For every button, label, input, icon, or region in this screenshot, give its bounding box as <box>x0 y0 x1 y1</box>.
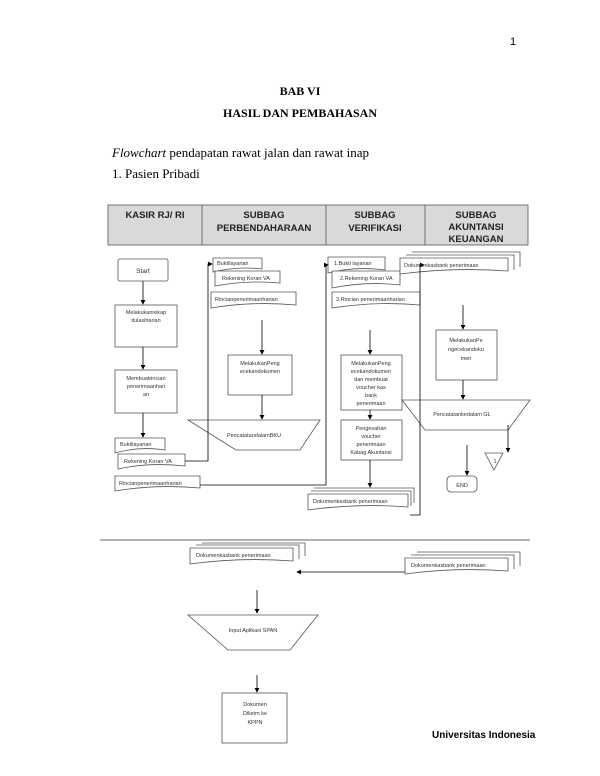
rincian-label: an <box>143 392 149 398</box>
footer-university: Universitas Indonesia <box>432 730 536 741</box>
start-label: Start <box>136 268 150 275</box>
lane-perbendaharaan: PERBENDAHARAAN <box>217 223 312 234</box>
ak-pencatatan: Pencatatankedalam GL <box>433 412 490 418</box>
doc-rincian <box>114 475 201 492</box>
rincian-label: penerimaanhari <box>127 384 165 390</box>
rekap-process <box>114 304 178 348</box>
pb-rekening: Rekening Koran VA <box>222 276 270 282</box>
intro-rest: pendapatan rawat jalan dan rawat inap <box>166 145 370 160</box>
doc-rekening <box>117 453 186 470</box>
ak-cek: men <box>461 356 472 362</box>
vf-cek: dan membuat <box>354 377 388 383</box>
pb-bukti: Buktilayanan <box>217 261 249 267</box>
vf-pengesahan: penerimaan <box>356 442 385 448</box>
lane-verifikasi: SUBBAG <box>354 210 395 221</box>
intro-line: Flowchart pendapatan rawat jalan dan raw… <box>112 145 369 161</box>
lane-akuntansi: KEUANGAN <box>449 234 504 245</box>
chapter-number: BAB VI <box>279 84 321 98</box>
vf-cek: bank <box>365 393 377 399</box>
lane-akuntansi: AKUNTANSI <box>448 222 503 233</box>
vf-pengesahan: Kabag Akuntansi <box>350 450 391 456</box>
vf-cek: MelakukanPeng <box>351 361 390 367</box>
pb-cek: MelakukanPeng <box>240 361 279 367</box>
lane-verifikasi: VERIFIKASI <box>348 223 401 234</box>
subheading: 1. Pasien Pribadi <box>112 166 200 181</box>
bku-trapezoid <box>186 419 321 451</box>
swimlane-header <box>107 204 529 246</box>
rekening-label: Rekening Koran VA <box>124 459 172 465</box>
end-label: END <box>456 483 468 489</box>
vf-rincian: 3.Rincian penerimaanharian <box>336 297 405 303</box>
kirim-label: KPPN <box>248 720 263 726</box>
vf-pengesahan: voucher <box>361 434 381 440</box>
input-span-label: Input Aplikasi SPAN <box>229 628 278 634</box>
vf-pengesahan: Pengesahan <box>356 426 387 432</box>
rekap-label: itulasiharian <box>131 318 160 324</box>
bukti-label: Buktilayanan <box>120 442 152 448</box>
vf-cek: voucher kas <box>356 385 386 391</box>
bottom-doc-right: Dokumenkasbank penerimaan <box>411 563 486 569</box>
pb-pencatatan: PencatatandalamBKU <box>227 433 281 439</box>
rincian-process <box>114 369 178 414</box>
vf-cek: penerimaan <box>356 401 385 407</box>
vf-rekening: 2.Rekening Koran VA <box>340 276 393 282</box>
vf-dokumen: Dokumenkasbank penerimaan <box>313 499 388 505</box>
rincian-doc-label: Rincianpenerimaanharian <box>119 481 182 487</box>
lane-perbendaharaan: SUBBAG <box>243 210 284 221</box>
rekap-label: Melakukanrekap <box>126 310 166 316</box>
vf-cek: ecekandokumen <box>351 369 391 375</box>
pb-cek: ecekandokumen <box>240 369 280 375</box>
lane-akuntansi: SUBBAG <box>455 210 496 221</box>
vf-bukti: 1.Bukti layanan <box>334 261 372 267</box>
intro-italic: Flowchart <box>112 145 167 160</box>
kirim-label: Dokumen <box>243 702 267 708</box>
ak-cek: MelakukanPe <box>449 338 482 344</box>
lane-kasir: KASIR RJ/ RI <box>125 210 184 221</box>
rincian-label: Membuatrincian <box>126 376 165 382</box>
bottom-doc-left: Dokumenkasbank penerimaan <box>196 553 271 559</box>
page-number: 1 <box>510 36 517 48</box>
ak-cek: ngecekandoku <box>448 347 484 353</box>
connector-label: 1 <box>493 459 496 465</box>
kirim-label: Dikirim ke <box>243 711 267 717</box>
ak-dokumen: Dokumenkasbank penerimaan <box>404 263 479 269</box>
doc-bukti <box>114 437 166 454</box>
pb-rincian: Rincianpenerimaanharian <box>215 297 278 303</box>
chapter-title: HASIL DAN PEMBAHASAN <box>222 106 378 120</box>
